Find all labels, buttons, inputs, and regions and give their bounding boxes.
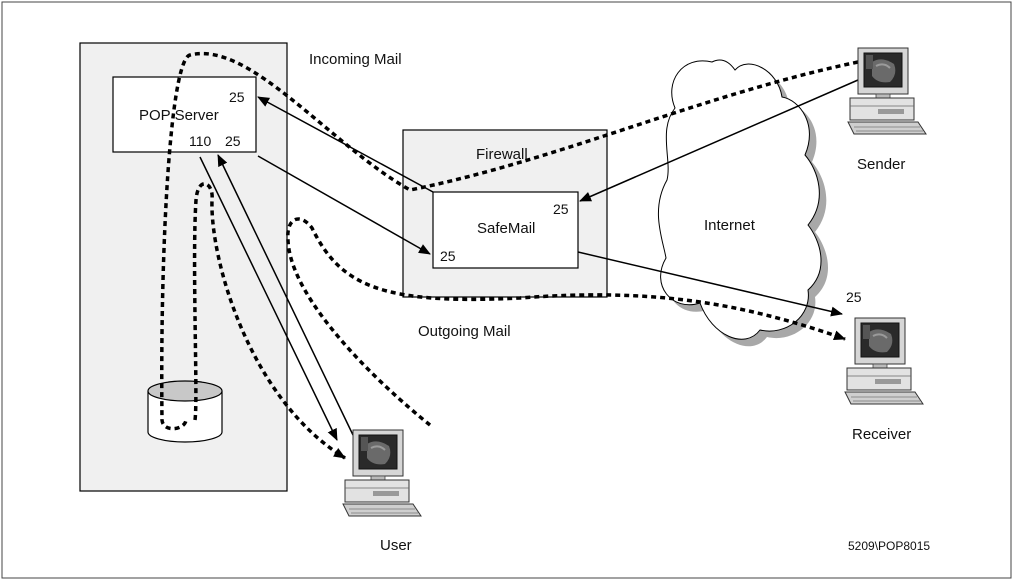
user-computer-icon xyxy=(342,429,422,517)
database-icon xyxy=(147,380,223,443)
safemail-port-in: 25 xyxy=(440,248,456,264)
safemail-to-pop-arrow xyxy=(257,96,434,193)
outgoing-mail-path xyxy=(286,217,846,427)
sender-label: Sender xyxy=(857,156,905,173)
incoming-mail-label: Incoming Mail xyxy=(309,51,402,68)
internet-label: Internet xyxy=(704,217,756,234)
receiver-port: 25 xyxy=(846,289,862,305)
pop-server-title: POP Server xyxy=(139,107,219,124)
safemail-title: SafeMail xyxy=(477,220,535,237)
user-label: User xyxy=(380,537,412,554)
user-retrieve-path xyxy=(192,182,346,460)
user-to-pop-arrow xyxy=(217,154,354,436)
receiver-computer-icon xyxy=(844,317,924,405)
pop-port-110: 110 xyxy=(189,133,212,149)
receiver-label: Receiver xyxy=(852,426,911,443)
pop-server-box: POP Server 25 110 25 xyxy=(112,76,257,153)
sender-to-safemail-arrow xyxy=(579,79,859,202)
safemail-box: SafeMail 25 25 xyxy=(432,191,579,269)
outgoing-mail-label: Outgoing Mail xyxy=(418,323,511,340)
safemail-to-receiver-arrow xyxy=(577,251,843,317)
pop-port-smtp: 25 xyxy=(225,133,241,149)
pop-port-top: 25 xyxy=(229,89,245,105)
sender-computer-icon xyxy=(847,47,927,135)
firewall-label: Firewall xyxy=(476,146,528,163)
incoming-mail-path xyxy=(160,51,859,431)
safemail-port-out: 25 xyxy=(553,201,569,217)
pop-to-user-arrow xyxy=(199,156,338,441)
figure-id: 5209\POP8015 xyxy=(848,539,930,553)
cloud-icon xyxy=(657,59,829,347)
pop-to-safemail-arrow xyxy=(257,155,431,255)
